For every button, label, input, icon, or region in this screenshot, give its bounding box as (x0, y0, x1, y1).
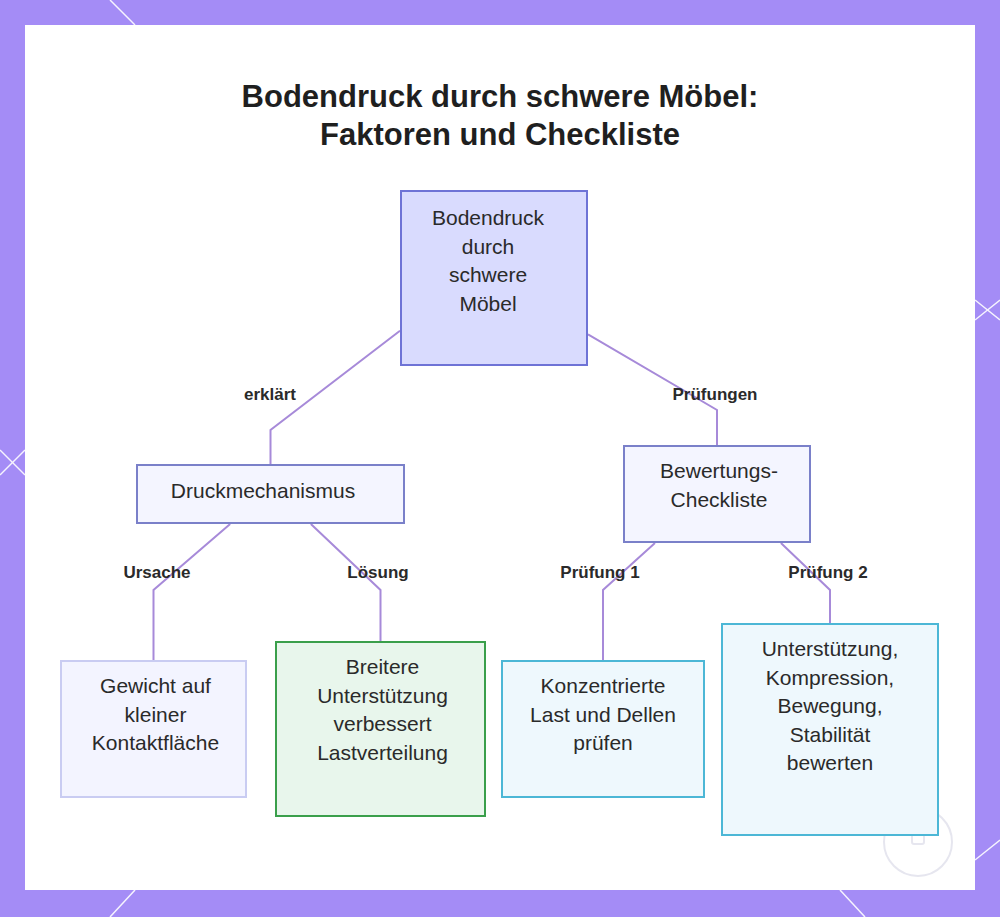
box-label: Unterstützung, Kompression, Bewegung, St… (745, 635, 915, 778)
process-box: Konzentrierte Last und Dellen prüfen (501, 660, 705, 798)
connector-line (781, 543, 830, 623)
process-box: Gewicht auf kleiner Kontaktfläche (60, 660, 247, 798)
box-label: Bewertungs-Checkliste (639, 457, 799, 514)
process-box: Breitere Unterstützung verbessert Lastve… (275, 641, 486, 817)
box-label: Bodendruck durch schwere Möbel (420, 204, 556, 318)
diagram-title: Bodendruck durch schwere Möbel: Faktoren… (220, 78, 780, 154)
box-label: Konzentrierte Last und Dellen prüfen (523, 672, 683, 758)
process-box: Unterstützung, Kompression, Bewegung, St… (721, 623, 939, 836)
box-label: Gewicht auf kleiner Kontaktfläche (84, 672, 227, 758)
process-box: Bewertungs-Checkliste (623, 445, 811, 543)
edge-label: Prüfung 1 (560, 563, 639, 583)
connector-line (154, 524, 231, 660)
edge-label: Lösung (347, 563, 408, 583)
edge-label: Ursache (123, 563, 190, 583)
edge-label: Prüfung 2 (788, 563, 867, 583)
edge-label: Prüfungen (673, 385, 758, 405)
box-label: Druckmechanismus (148, 477, 378, 506)
process-box: Druckmechanismus (136, 464, 405, 524)
connector-line (603, 543, 655, 660)
connector-line (311, 524, 381, 641)
edge-label: erklärt (244, 385, 296, 405)
box-label: Breitere Unterstützung verbessert Lastve… (299, 653, 466, 767)
process-box: Bodendruck durch schwere Möbel (400, 190, 588, 366)
